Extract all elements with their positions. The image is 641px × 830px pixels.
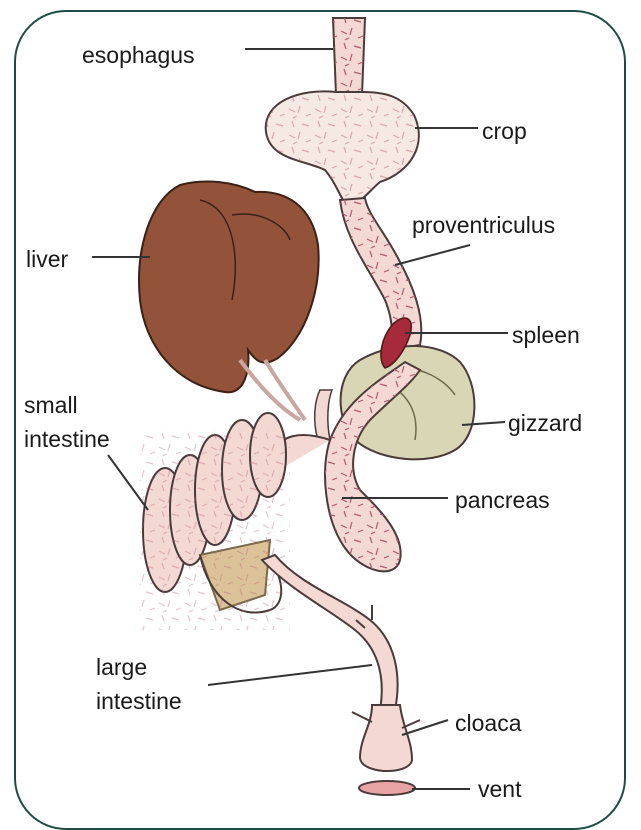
label-spleen: spleen <box>512 322 580 348</box>
label-esophagus: esophagus <box>82 42 195 68</box>
label-small-intestine-line1: small <box>24 392 78 418</box>
vent-shape <box>359 781 415 795</box>
label-proventriculus: proventriculus <box>412 212 555 238</box>
label-crop: crop <box>482 118 527 144</box>
label-vent: vent <box>478 776 521 802</box>
label-large-intestine-line1: large <box>96 654 147 680</box>
digestive-system-diagram: esophagus crop proventriculus liver sple… <box>0 0 641 800</box>
leader-large-intestine <box>208 665 372 685</box>
cloaca-shape <box>352 705 420 771</box>
liver-shape <box>139 181 319 392</box>
large-intestine-shape <box>262 555 398 710</box>
label-pancreas: pancreas <box>455 487 550 513</box>
crop-shape <box>266 91 419 205</box>
esophagus-shape <box>333 18 365 95</box>
leader-proventriculus <box>395 245 470 265</box>
diagram-illustration <box>0 0 641 800</box>
label-liver: liver <box>26 246 68 272</box>
label-large-intestine-line2: intestine <box>96 688 182 714</box>
label-small-intestine-line2: intestine <box>24 426 110 452</box>
leader-cloaca <box>402 720 448 735</box>
label-cloaca: cloaca <box>455 710 521 736</box>
label-gizzard: gizzard <box>508 410 582 436</box>
